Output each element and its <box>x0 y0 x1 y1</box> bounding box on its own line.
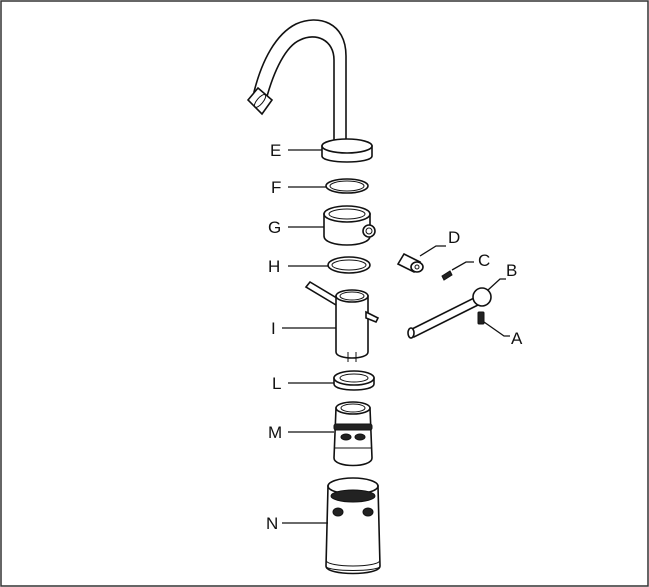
lever-part-b <box>407 287 492 339</box>
label-m: M <box>268 423 282 442</box>
label-e: E <box>270 141 281 160</box>
label-d: D <box>448 228 460 247</box>
label-i: I <box>271 319 276 338</box>
leader-b <box>487 278 506 291</box>
label-f: F <box>271 178 281 197</box>
label-b: B <box>506 261 517 280</box>
ring-part-h <box>327 256 371 274</box>
housing-part-n <box>325 477 381 575</box>
label-l: L <box>272 374 281 393</box>
label-c: C <box>478 251 490 270</box>
set-screw-part-a <box>477 311 485 325</box>
lock-ring-part-l <box>333 370 375 391</box>
spout-part-e <box>246 19 373 163</box>
label-h: H <box>268 257 280 276</box>
collar-part-g <box>323 205 376 246</box>
screw-part-c <box>441 270 453 281</box>
ring-part-f <box>325 178 369 194</box>
label-g: G <box>268 218 281 237</box>
leader-c <box>451 261 474 271</box>
bushing-part-d <box>396 252 424 274</box>
label-n: N <box>266 514 278 533</box>
body-part-i <box>304 280 380 362</box>
leader-a <box>483 321 510 337</box>
leader-d <box>419 245 446 257</box>
label-a: A <box>511 329 523 348</box>
cartridge-part-m <box>333 401 373 467</box>
